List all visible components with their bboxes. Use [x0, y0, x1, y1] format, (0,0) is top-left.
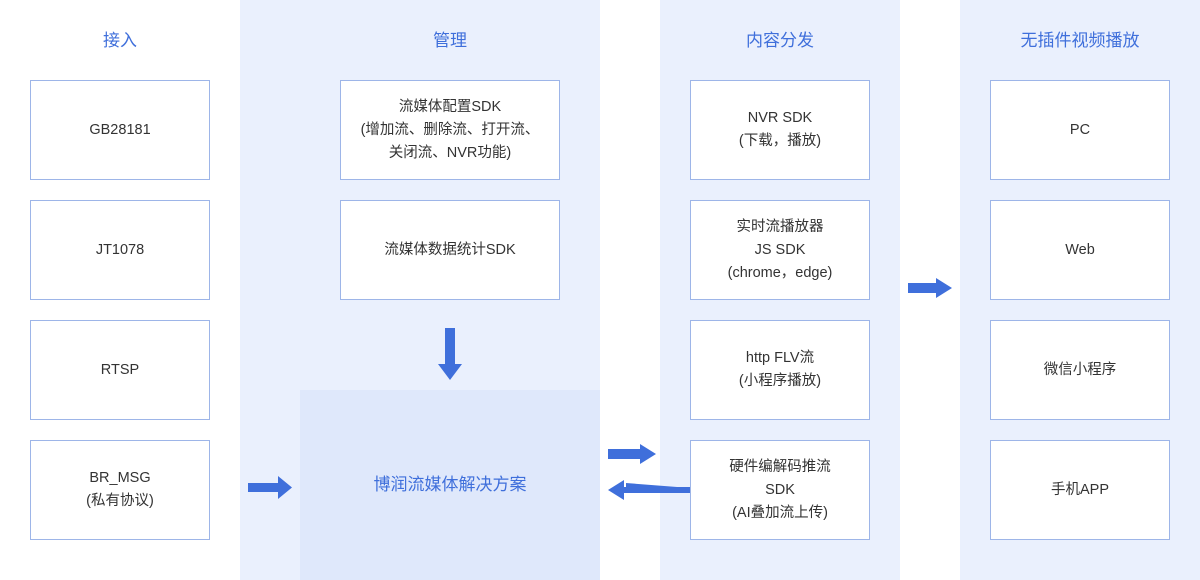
- column-title-access: 接入: [103, 31, 137, 50]
- distribution-node[interactable]: NVR SDK (下载，播放): [690, 80, 870, 180]
- manage-node-label: 流媒体数据统计SDK: [384, 241, 516, 258]
- arrow-access-to-solution: [248, 474, 294, 506]
- playback-node-label: Web: [1065, 241, 1095, 258]
- distribution-node-label: http FLV流 (小程序播放): [738, 350, 822, 389]
- access-node-label: RTSP: [100, 361, 140, 378]
- distribution-node-label: NVR SDK (下载，播放): [738, 110, 822, 149]
- access-node[interactable]: JT1078: [30, 200, 210, 300]
- distribution-node[interactable]: http FLV流 (小程序播放): [690, 320, 870, 420]
- distribution-node[interactable]: 实时流播放器 JS SDK (chrome，edge): [690, 200, 870, 300]
- solution-box[interactable]: 博润流媒体解决方案: [300, 390, 600, 580]
- playback-node-label: PC: [1069, 121, 1091, 138]
- access-node[interactable]: RTSP: [30, 320, 210, 420]
- manage-node[interactable]: 流媒体配置SDK (增加流、删除流、打开流、 关闭流、NVR功能): [340, 80, 560, 180]
- arrow-distribution-to-solution: [604, 480, 690, 504]
- access-node[interactable]: GB28181: [30, 80, 210, 180]
- manage-node-label: 流媒体配置SDK (增加流、删除流、打开流、 关闭流、NVR功能): [360, 98, 540, 161]
- access-node-label: JT1078: [95, 241, 145, 258]
- column-title-playback: 无插件视频播放: [1020, 31, 1140, 50]
- playback-node-label: 微信小程序: [1043, 361, 1117, 378]
- arrow-solution-to-distribution: [608, 444, 658, 468]
- access-node-label: BR_MSG (私有协议): [86, 470, 154, 509]
- playback-node[interactable]: Web: [990, 200, 1170, 300]
- column-title-manage: 管理: [433, 31, 467, 50]
- access-node-label: GB28181: [89, 121, 151, 138]
- playback-node-label: 手机APP: [1050, 481, 1109, 498]
- arrow-distribution-to-playback: [908, 278, 954, 302]
- access-node[interactable]: BR_MSG (私有协议): [30, 440, 210, 540]
- manage-node[interactable]: 流媒体数据统计SDK: [340, 200, 560, 300]
- playback-node[interactable]: 手机APP: [990, 440, 1170, 540]
- distribution-node-label: 实时流播放器 JS SDK (chrome，edge): [727, 218, 833, 281]
- playback-node[interactable]: PC: [990, 80, 1170, 180]
- solution-label: 博润流媒体解决方案: [373, 475, 527, 494]
- distribution-node-label: 硬件编解码推流 SDK (AI叠加流上传): [729, 458, 831, 521]
- playback-node[interactable]: 微信小程序: [990, 320, 1170, 420]
- distribution-node[interactable]: 硬件编解码推流 SDK (AI叠加流上传): [690, 440, 870, 540]
- arrow-manage-to-solution: [434, 328, 466, 384]
- column-title-distribution: 内容分发: [746, 31, 814, 50]
